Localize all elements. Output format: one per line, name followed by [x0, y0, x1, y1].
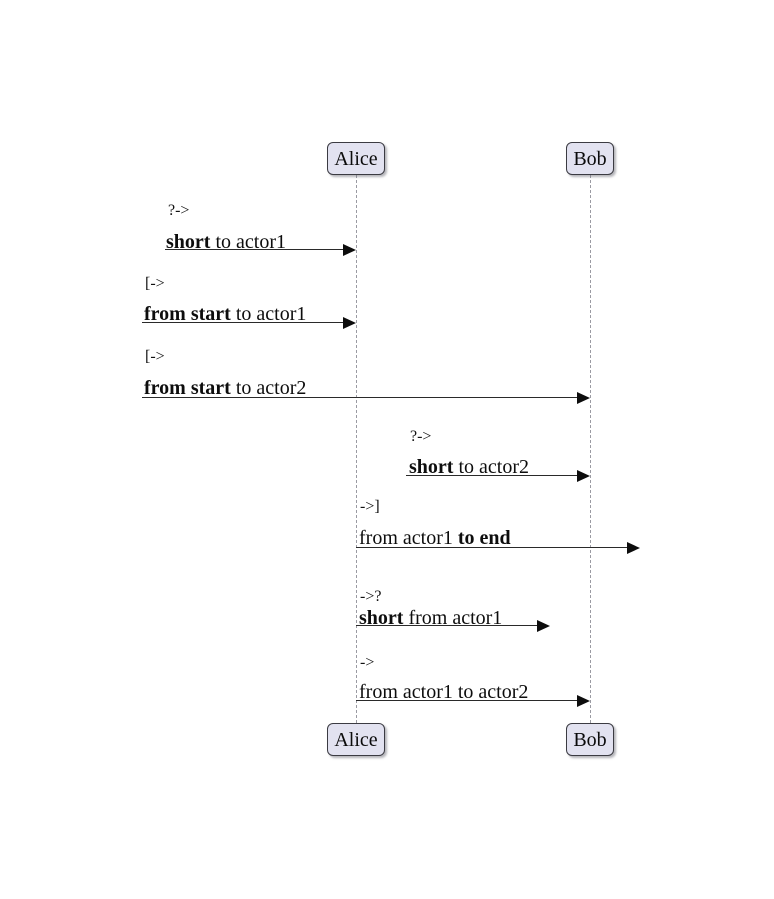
message-text-segment: to end [457, 527, 511, 549]
message-text-segment: short [166, 231, 211, 253]
actor-name-label: Bob [573, 147, 607, 170]
actor-name-label: Alice [334, 728, 378, 751]
message-7-label: from actor1 to actor2 [359, 682, 528, 702]
message-text-segment: short [409, 456, 454, 478]
message-6-label: short from actor1 [359, 608, 502, 628]
actor-box-footer-bob[interactable]: Bob [566, 723, 614, 756]
message-7-notation: -> [360, 654, 375, 671]
message-text-segment: from actor1 to actor2 [359, 681, 529, 703]
message-text-segment: from start [144, 377, 231, 399]
message-text-segment: to actor2 [230, 377, 307, 399]
message-6-arrow-line [356, 625, 539, 626]
message-text-segment: from start [144, 303, 231, 325]
actor-name-label: Alice [334, 147, 378, 170]
message-text-segment: from actor1 [359, 527, 458, 549]
lifeline-bob [590, 175, 591, 723]
message-3-notation: [-> [145, 348, 165, 365]
message-text-segment: to actor1 [230, 303, 307, 325]
message-5-arrow-line [356, 547, 629, 548]
message-7-arrow-head [577, 695, 590, 707]
message-4-notation: ?-> [410, 428, 432, 445]
message-4-arrow-head [577, 470, 590, 482]
message-4-arrow-line [406, 475, 579, 476]
message-3-arrow-head [577, 392, 590, 404]
message-text-segment: short [359, 607, 404, 629]
actor-name-label: Bob [573, 728, 607, 751]
message-3-arrow-line [142, 397, 579, 398]
actor-box-footer-alice[interactable]: Alice [327, 723, 385, 756]
message-1-label: short to actor1 [166, 232, 286, 252]
actor-box-header-bob[interactable]: Bob [566, 142, 614, 175]
message-5-arrow-head [627, 542, 640, 554]
message-2-label: from start to actor1 [144, 304, 306, 324]
message-1-arrow-head [343, 244, 356, 256]
message-1-notation: ?-> [168, 202, 190, 219]
message-2-arrow-head [343, 317, 356, 329]
message-5-label: from actor1 to end [359, 528, 511, 548]
message-text-segment: to actor2 [453, 456, 529, 478]
lifeline-alice [356, 175, 357, 723]
message-6-notation: ->? [360, 588, 382, 605]
message-4-label: short to actor2 [409, 457, 529, 477]
message-5-notation: ->] [360, 498, 380, 515]
message-2-notation: [-> [145, 275, 165, 292]
message-text-segment: from actor1 [403, 607, 503, 629]
message-6-arrow-head [537, 620, 550, 632]
message-3-label: from start to actor2 [144, 378, 306, 398]
actor-box-header-alice[interactable]: Alice [327, 142, 385, 175]
message-1-arrow-line [165, 249, 345, 250]
message-2-arrow-line [142, 322, 345, 323]
message-7-arrow-line [356, 700, 579, 701]
message-text-segment: to actor1 [210, 231, 286, 253]
